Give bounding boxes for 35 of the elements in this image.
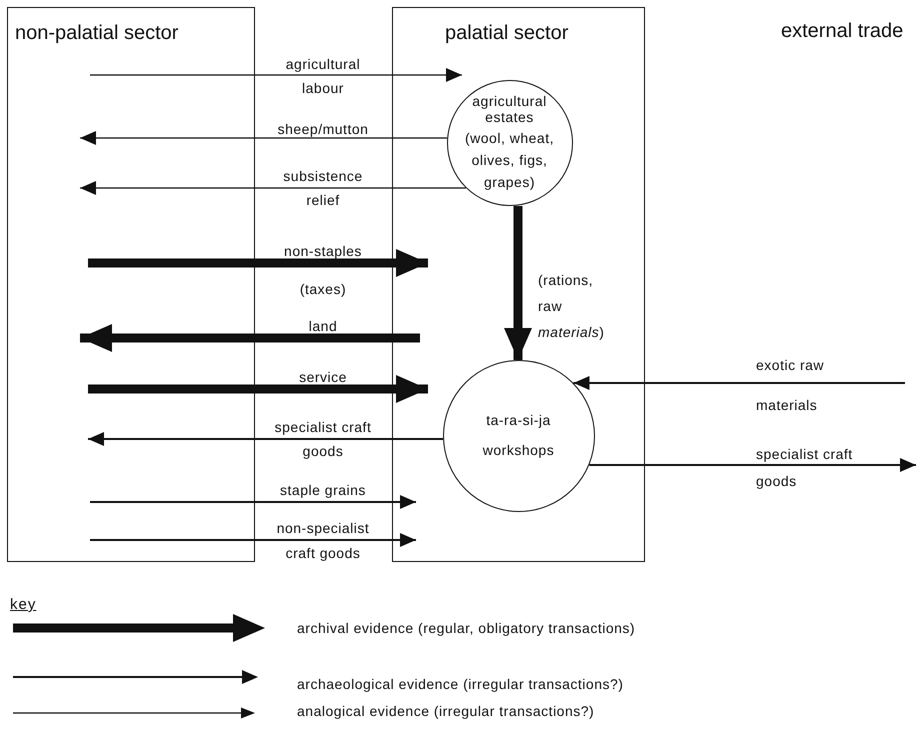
node-title: ta-ra-si-ja workshops	[482, 410, 556, 460]
legend-text: archival evidence (regular, obligatory transactions)	[297, 620, 636, 636]
edge-label: agricultural labour	[284, 55, 362, 98]
edge-label: non-staples (taxes)	[283, 242, 363, 299]
edge-label: specialist craft goods	[756, 445, 854, 491]
arrow	[589, 458, 916, 472]
arrow	[90, 495, 416, 509]
arrow	[573, 376, 905, 390]
edge-label: specialist craft goods	[274, 418, 372, 461]
node-title: agricultural estates	[471, 92, 548, 124]
arrow	[88, 249, 428, 277]
edge-label: staple grains	[279, 481, 367, 500]
arrow	[88, 432, 444, 446]
arrow	[90, 68, 462, 82]
sector-box	[7, 7, 255, 562]
arrow	[80, 324, 420, 352]
edge-label: non-specialist craft goods	[276, 519, 370, 563]
edge-label: subsistence relief	[282, 167, 364, 210]
sector-heading: non-palatial sector	[15, 22, 178, 45]
sector-box	[392, 7, 645, 562]
legend-text: archaeological evidence (irregular transactions?)	[297, 676, 624, 692]
region-heading: external trade	[781, 20, 904, 43]
edge-label: sheep/mutton	[276, 120, 370, 139]
edge-label: service	[298, 368, 348, 387]
arrow	[90, 533, 416, 547]
node-text: (wool, wheat, olives, figs, grapes)	[464, 128, 555, 192]
arrow	[88, 375, 428, 403]
key-heading: key	[10, 596, 36, 613]
edge-label: (rations, raw materials)	[538, 271, 606, 342]
edge-label: land	[308, 317, 338, 336]
arrow	[80, 131, 448, 145]
arrow	[504, 206, 532, 360]
sector-heading: palatial sector	[445, 22, 568, 45]
arrow	[80, 181, 466, 195]
legend-text: analogical evidence (irregular transactions?)	[297, 703, 594, 719]
